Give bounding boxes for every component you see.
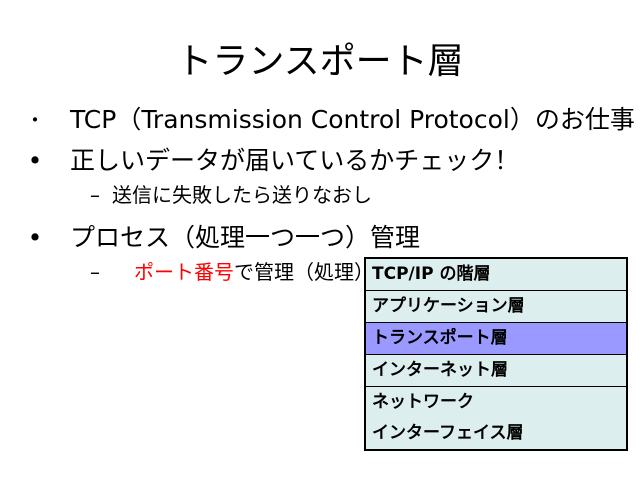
table-row: インターネット層	[364, 354, 628, 387]
bullet-text: TCP（Transmission Control Protocol）のお仕事	[70, 105, 635, 134]
port-number-highlight: ポート番号	[134, 260, 234, 284]
layer-application: アプリケーション層	[364, 290, 628, 323]
bullet-text: プロセス（処理一つ一つ）管理	[70, 223, 421, 252]
table-header-row: TCP/IP の階層	[364, 257, 628, 291]
bullet-mark: •	[27, 146, 43, 175]
bullet-mark: •	[27, 223, 43, 252]
layer-network-line2: インターフェイス層	[372, 423, 524, 443]
layer-internet: インターネット層	[364, 354, 628, 387]
sub-bullet-text: 送信に失敗したら送りなおし	[112, 183, 372, 207]
table-header-cell: TCP/IP の階層	[364, 257, 628, 291]
table-row: ネットワーク インターフェイス層	[364, 386, 628, 451]
layer-transport: トランスポート層	[364, 322, 628, 355]
layer-network-line1: ネットワーク	[372, 392, 474, 412]
bullet-text: 正しいデータが届いているかチェック！	[70, 146, 520, 175]
table-row: アプリケーション層	[364, 290, 628, 323]
sub-bullet-dash: –	[90, 183, 100, 207]
tcpip-layers-table: TCP/IP の階層 アプリケーション層 トランスポート層 インターネット層 ネ…	[364, 257, 628, 451]
sub-bullet-dash: –	[90, 260, 100, 284]
layer-network-interface: ネットワーク インターフェイス層	[364, 386, 628, 451]
sub-bullet-text: で管理（処理）	[234, 260, 374, 284]
table-row-highlighted: トランスポート層	[364, 322, 628, 355]
bullet-mark: ・	[25, 108, 45, 132]
slide-title: トランスポート層	[176, 41, 464, 82]
sub-bullet-resend: –送信に失敗したら送りなおし	[90, 181, 372, 209]
sub-bullet-port: – ポート番号で管理（処理）	[90, 258, 374, 286]
